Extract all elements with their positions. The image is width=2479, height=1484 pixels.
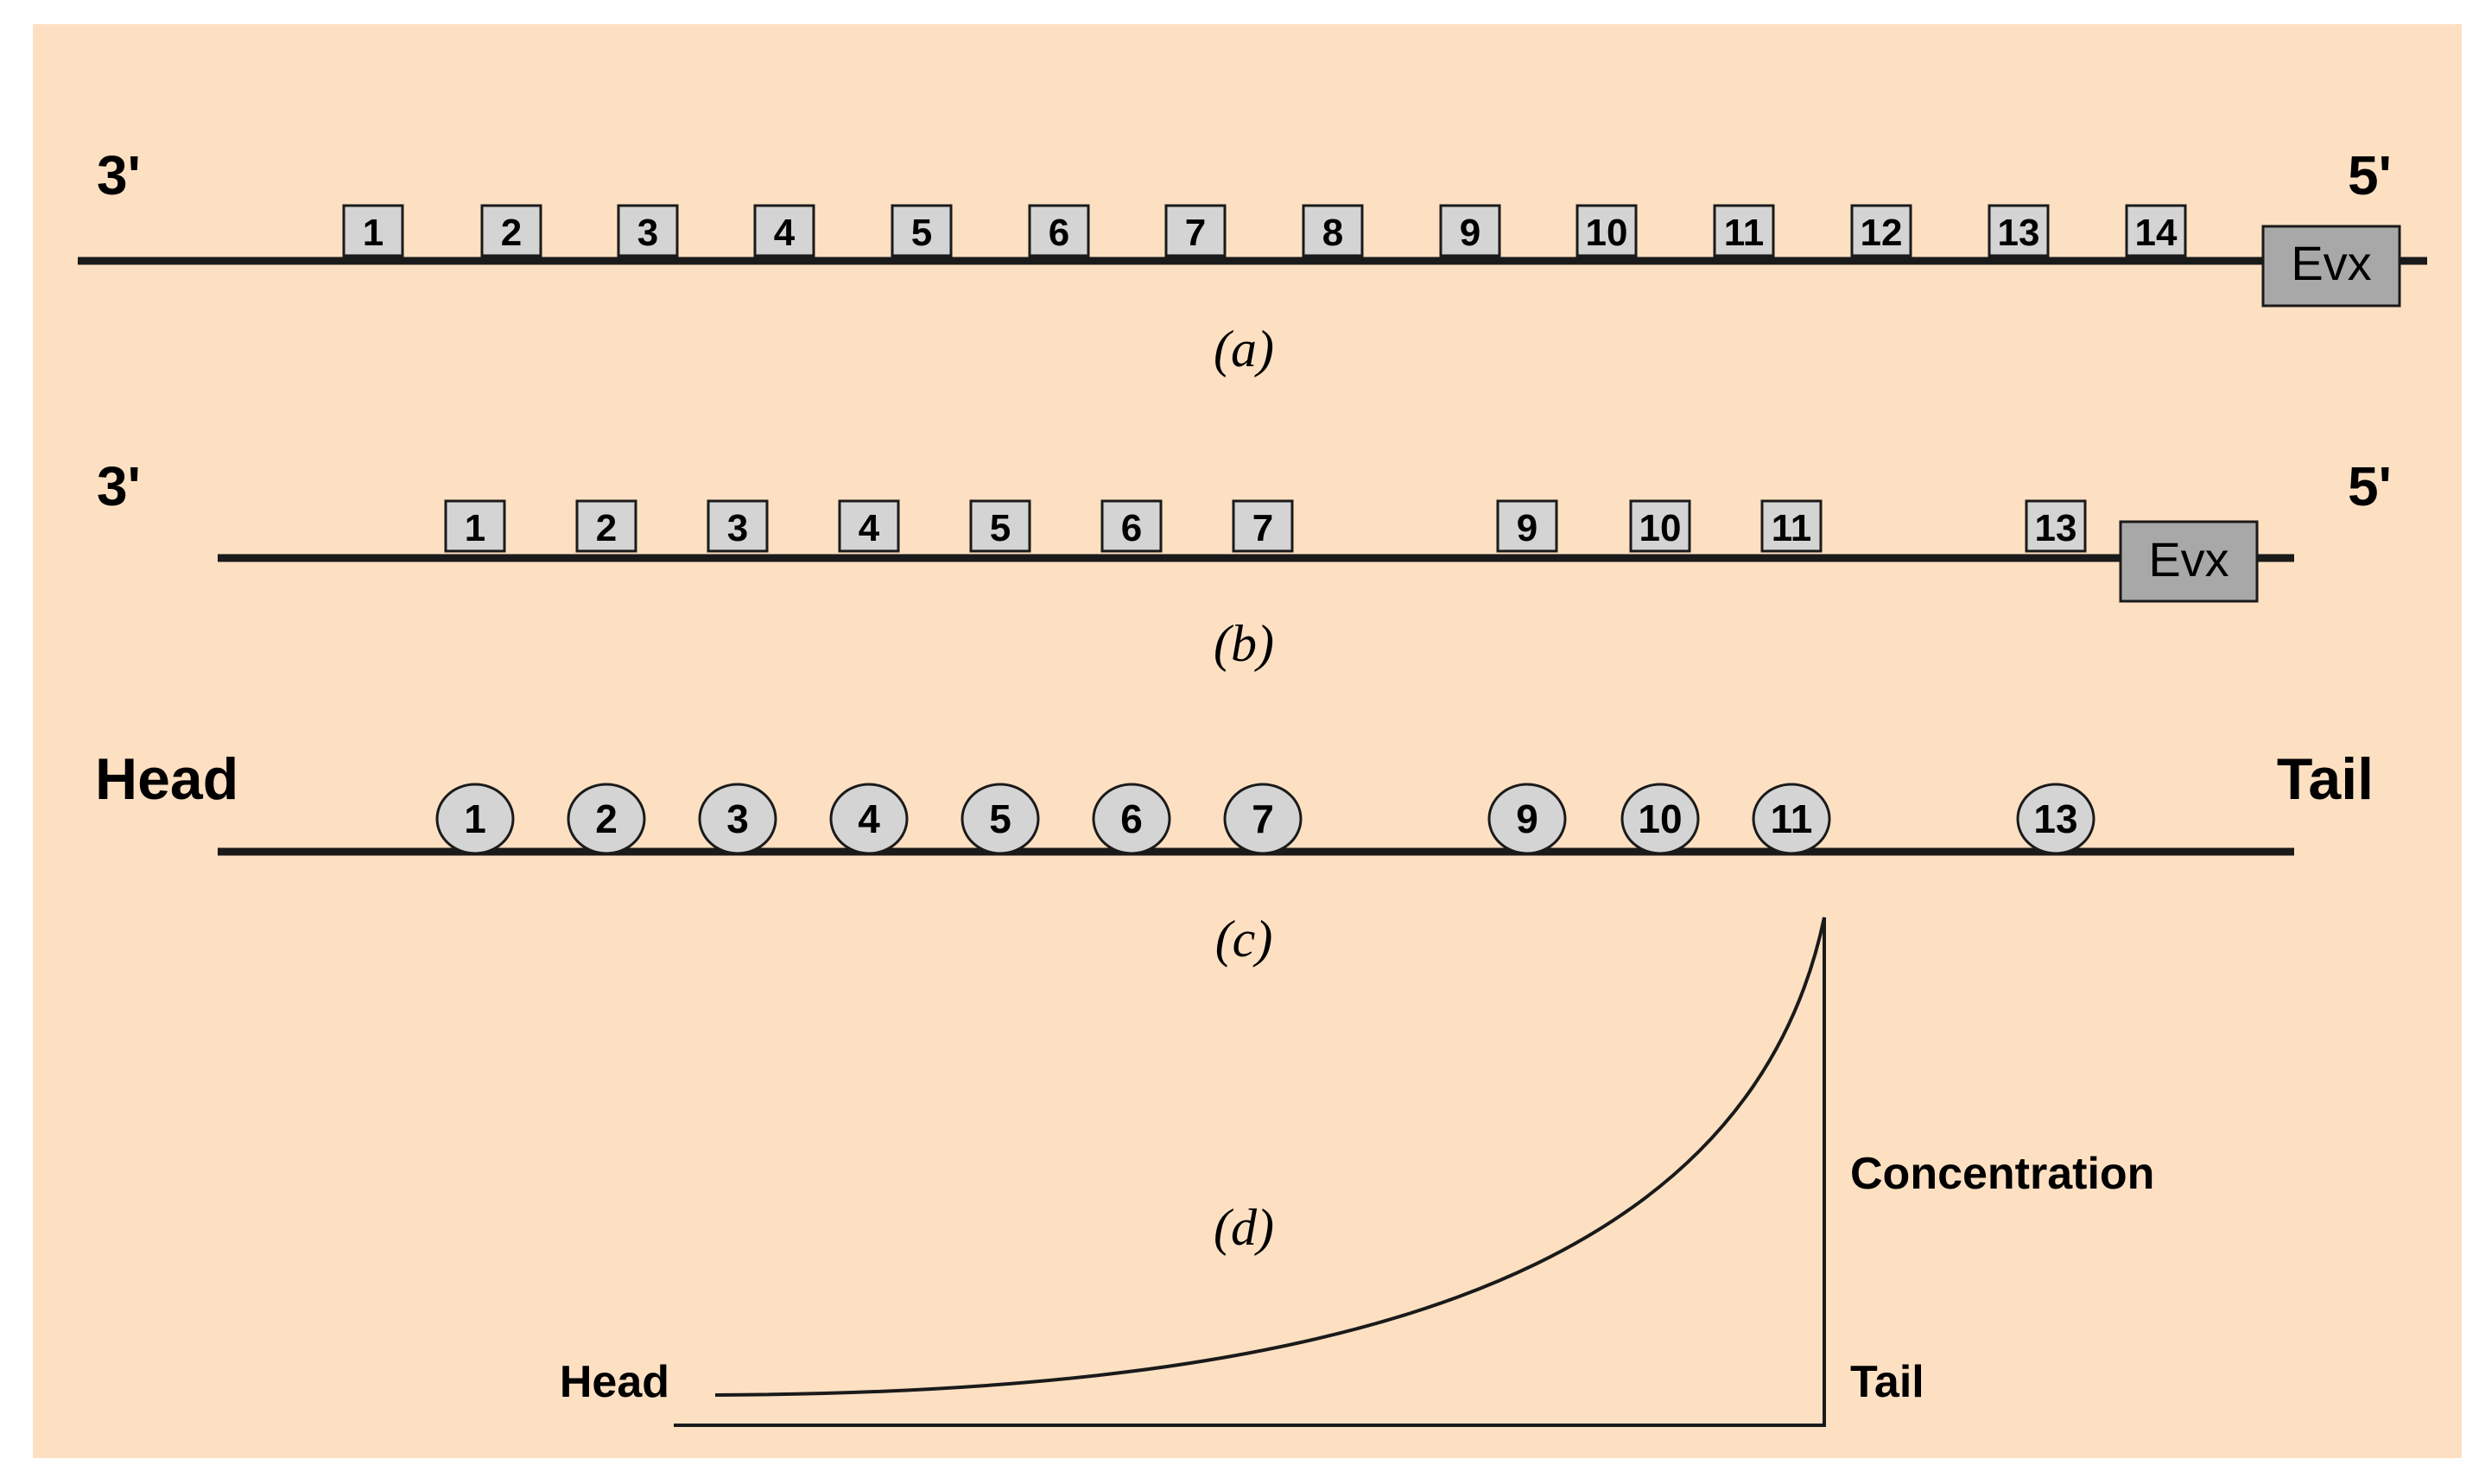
panel-a-gene-box	[1713, 204, 1775, 257]
panel-b-evx-box	[2119, 520, 2259, 603]
panel-b-gene-box	[1496, 499, 1558, 553]
panel-b-gene-label: 4	[859, 507, 880, 549]
panel-c-circle-label: 10	[1638, 796, 1682, 841]
panel-b-gene-boxes: 1 2 3 4 5 6 7 9 10 11 13	[444, 499, 2087, 553]
panel-b-gene-box	[1100, 499, 1163, 553]
panel-c-tail-label: Tail	[2277, 746, 2374, 812]
panel-a-gene-label: 10	[1586, 212, 1628, 254]
panel-a-gene-box	[342, 204, 404, 257]
panel-b-gene-label: 2	[596, 507, 617, 549]
panel-c-expression-circle	[2016, 783, 2095, 855]
panel-b: 3' 5' 1 2 3 4 5 6 7 9 10 11 13 Evx (b)	[97, 455, 2392, 672]
panel-a-gene-box	[891, 204, 953, 257]
panel-b-gene-box	[575, 499, 637, 553]
panel-a-gene-label: 1	[363, 212, 384, 254]
panel-b-gene-label: 9	[1517, 507, 1537, 549]
panel-a-gene-box	[1028, 204, 1090, 257]
panel-b-gene-box	[1629, 499, 1691, 553]
panel-c-label: (c)	[1215, 910, 1273, 967]
panel-c-circle-label: 5	[989, 796, 1011, 841]
panel-a-gene-box	[1439, 204, 1501, 257]
panel-b-5prime-label: 5'	[2348, 455, 2392, 517]
panel-c-circle-label: 6	[1120, 796, 1143, 841]
panel-a-5prime-label: 5'	[2348, 144, 2392, 206]
panel-b-gene-label: 5	[990, 507, 1011, 549]
panel-c-expression-circle	[1620, 783, 1700, 855]
panel-a-gene-label: 3	[637, 212, 658, 254]
panel-c-expression-circle	[698, 783, 777, 855]
panel-b-gene-box	[707, 499, 769, 553]
panel-c-expression-circle	[829, 783, 909, 855]
panel-b-gene-label: 1	[465, 507, 485, 549]
panel-a-gene-label: 9	[1460, 212, 1480, 254]
panel-a-gene-box	[2125, 204, 2187, 257]
panel-a-gene-label: 13	[1998, 212, 2040, 254]
panel-c-head-label: Head	[95, 746, 238, 812]
panel-c: Head Tail 1 2 3 4 5 6 7 9 10 11 13 (c)	[95, 746, 2374, 967]
panel-b-gene-label: 3	[727, 507, 748, 549]
panel-c-expression-circle	[1487, 783, 1567, 855]
panel-a-gene-box	[753, 204, 815, 257]
panel-c-expression-circles: 1 2 3 4 5 6 7 9 10 11 13	[435, 783, 2095, 855]
panel-c-expression-circle	[567, 783, 646, 855]
panel-c-expression-circle	[1092, 783, 1171, 855]
panel-c-circle-label: 7	[1252, 796, 1274, 841]
panel-a-gene-label: 8	[1322, 212, 1343, 254]
panel-d: Concentration Head Tail (d)	[560, 916, 2154, 1427]
panel-b-gene-label: 13	[2035, 507, 2077, 549]
panel-a-gene-box	[1164, 204, 1227, 257]
panel-a-gene-label: 5	[911, 212, 932, 254]
panel-c-expression-circle	[1752, 783, 1831, 855]
panel-a-gene-box	[1850, 204, 1912, 257]
panel-b-3prime-label: 3'	[97, 455, 141, 517]
panel-a-gene-box	[1988, 204, 2050, 257]
panel-d-tail-label: Tail	[1850, 1357, 1924, 1407]
panel-c-circle-label: 9	[1516, 796, 1538, 841]
panel-b-gene-label: 6	[1121, 507, 1142, 549]
panel-d-label: (d)	[1214, 1199, 1274, 1256]
panel-a-gene-box	[1302, 204, 1364, 257]
panel-c-circle-label: 2	[595, 796, 618, 841]
panel-c-circle-label: 4	[858, 796, 880, 841]
panel-b-evx-label: Evx	[2148, 532, 2229, 587]
panel-c-expression-circle	[1223, 783, 1303, 855]
panel-c-circle-label: 11	[1771, 796, 1813, 841]
panel-b-gene-box	[2025, 499, 2087, 553]
panel-a-gene-label: 2	[501, 212, 522, 254]
panel-a-gene-box	[1576, 204, 1638, 257]
panel-a-gene-label: 6	[1049, 212, 1069, 254]
panel-d-head-label: Head	[560, 1357, 669, 1407]
panel-c-circle-label: 3	[726, 796, 749, 841]
panel-b-gene-label: 11	[1772, 507, 1812, 549]
panel-b-gene-label: 7	[1252, 507, 1273, 549]
panel-a-evx-label: Evx	[2291, 236, 2371, 290]
panel-b-gene-box	[838, 499, 900, 553]
panel-b-label: (b)	[1214, 615, 1274, 672]
panel-c-circle-label: 13	[2033, 796, 2077, 841]
panel-a-gene-box	[617, 204, 679, 257]
panel-c-expression-circle	[435, 783, 515, 855]
panel-a-gene-label: 7	[1185, 212, 1206, 254]
panel-b-gene-box	[969, 499, 1031, 553]
panel-b-gene-box	[1232, 499, 1294, 553]
panel-c-circle-label: 1	[464, 796, 486, 841]
panel-a-gene-label: 4	[774, 212, 796, 254]
panel-a-gene-label: 12	[1861, 212, 1903, 254]
panel-b-gene-label: 10	[1639, 507, 1682, 549]
panel-c-expression-circle	[961, 783, 1040, 855]
panel-b-gene-box	[1760, 499, 1823, 553]
panel-d-concentration-label: Concentration	[1850, 1149, 2154, 1199]
panel-a-evx-box	[2261, 225, 2401, 308]
panel-a-gene-label: 14	[2135, 212, 2178, 254]
panel-b-gene-box	[444, 499, 506, 553]
panel-d-concentration-curve	[714, 916, 1826, 1397]
panel-a-label: (a)	[1214, 320, 1274, 377]
panel-a-gene-box	[480, 204, 542, 257]
panel-a-gene-label: 11	[1724, 212, 1765, 254]
panel-a-3prime-label: 3'	[97, 144, 141, 206]
